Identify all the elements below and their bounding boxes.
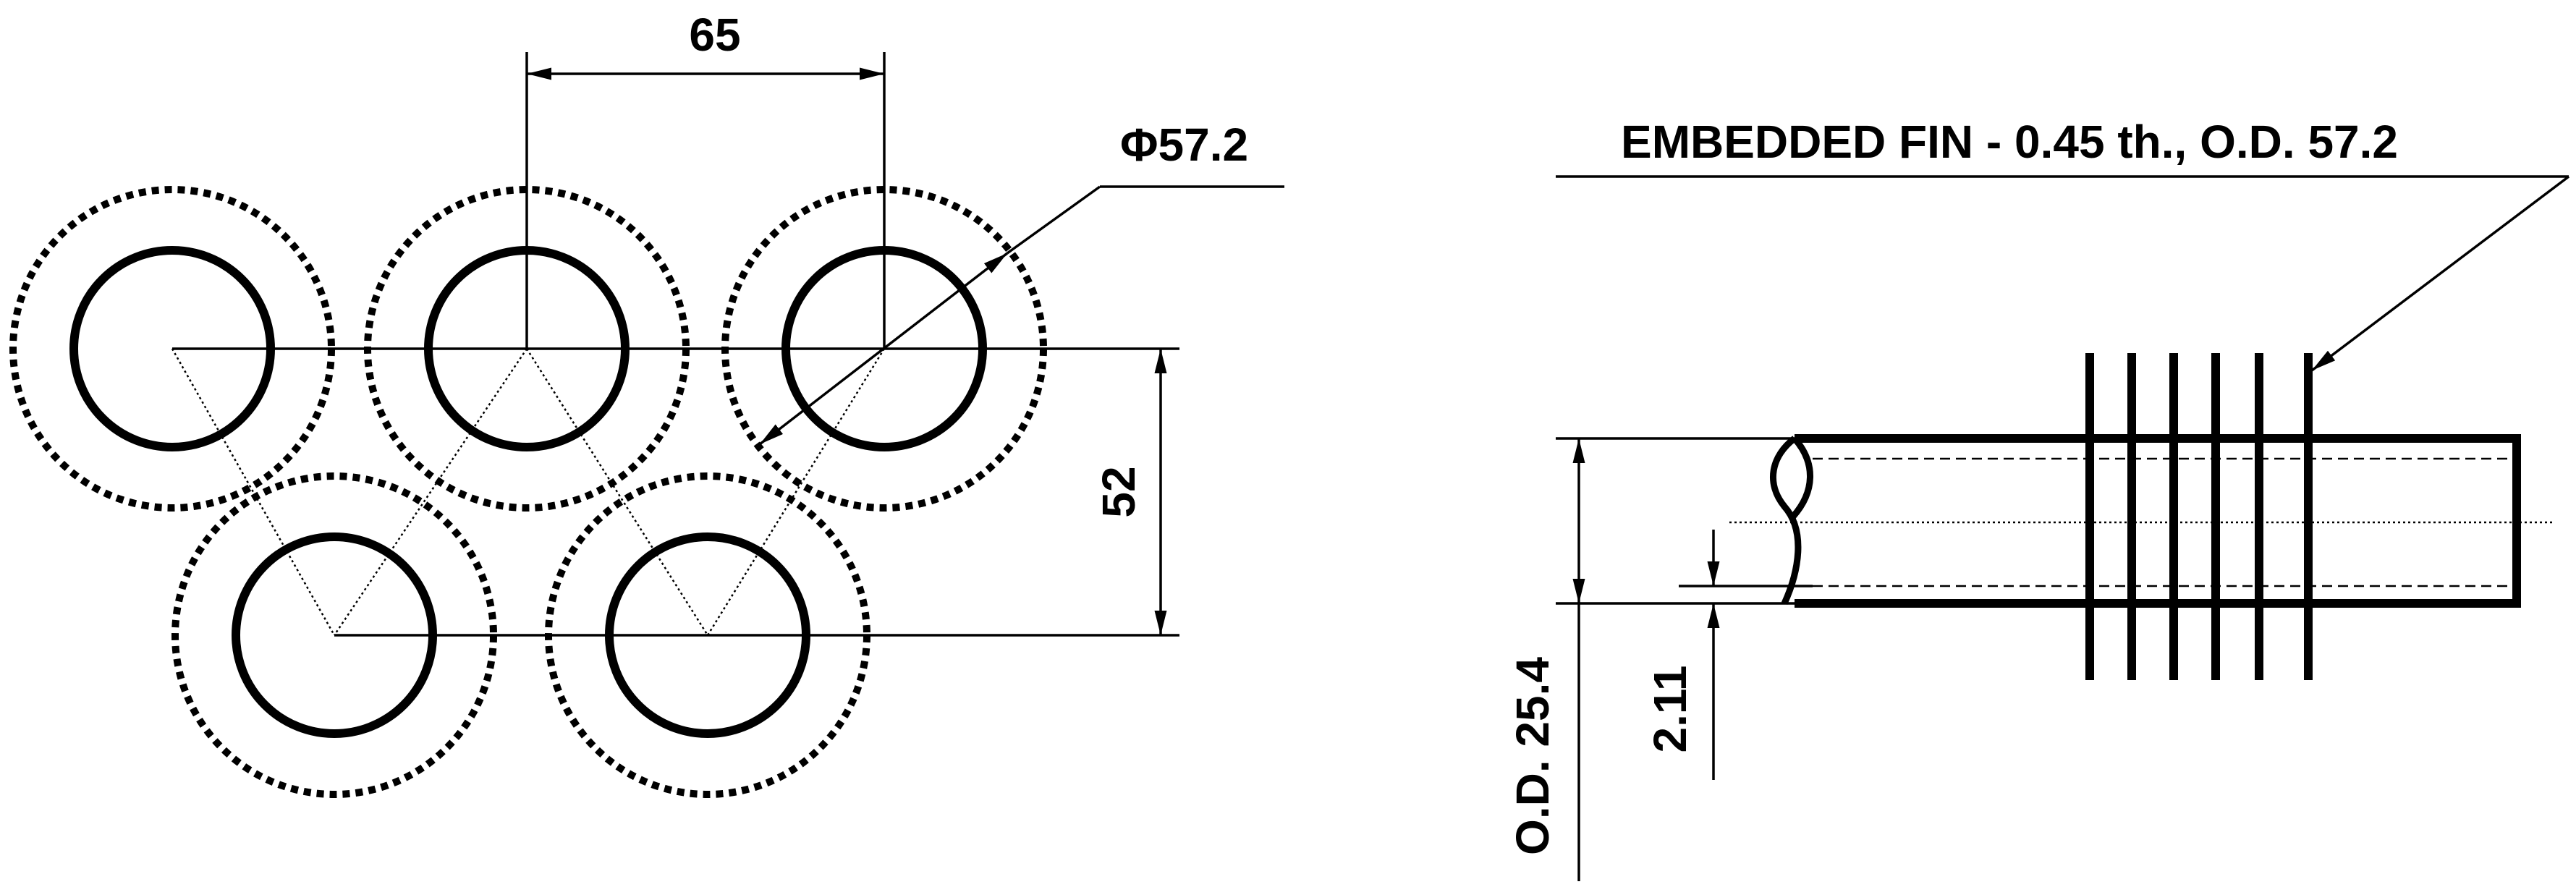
pitch-dimension: 65 [525,9,886,349]
fin-description-label: EMBEDDED FIN - 0.45 th., O.D. 57.2 [1621,116,2398,168]
pitch-label: 65 [689,9,740,61]
tube-body [1729,434,2554,608]
fin-diameter-dimension: Φ57.2 [758,119,1284,446]
wall-thickness-label: 2.11 [1644,665,1696,752]
row-pitch-dimension: 52 [1093,349,1167,635]
tube-od-dimension: O.D. 25.4 [1507,437,1795,881]
wall-thickness-dimension: 2.11 [1644,530,1813,780]
tube-side-view: EMBEDDED FIN - 0.45 th., O.D. 57.2 [1507,116,2570,881]
fin-callout: EMBEDDED FIN - 0.45 th., O.D. 57.2 [1556,116,2570,372]
tube-layout-view: 65 52 Φ57.2 [9,9,1284,798]
tube-od-label: O.D. 25.4 [1507,657,1559,855]
fin-diameter-label: Φ57.2 [1120,119,1248,171]
fins [2085,353,2313,680]
row-pitch-label: 52 [1093,466,1145,517]
